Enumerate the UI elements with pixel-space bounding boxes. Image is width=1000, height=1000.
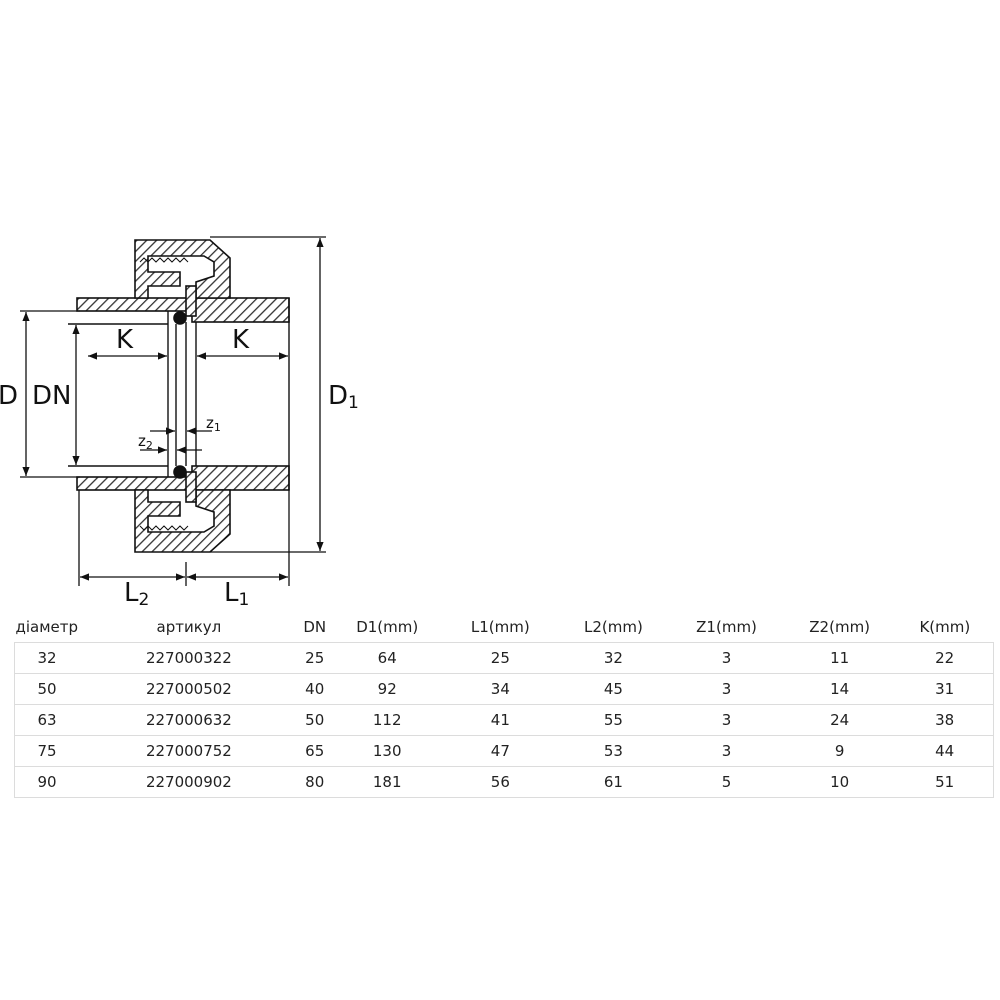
table-cell: 80 [298,766,331,798]
header-cell: Z2(mm) [809,618,871,636]
specification-table: діаметр артикул DN D1(mm) L1(mm) L2(mm) … [14,612,995,798]
table-cell: 65 [298,735,331,767]
label-d: D [0,381,18,411]
table-cell: 40 [298,673,331,705]
o-ring-seal-top [173,311,187,325]
label-d1: D1 [328,381,359,413]
header-cell: D1(mm) [356,618,419,636]
table-cell: 25 [298,642,331,674]
center-ring-top [185,285,197,317]
label-k-left: K [116,325,134,355]
table-cell: 181 [330,766,444,798]
union-nut-bottom [134,489,231,553]
label-z2: z2 [138,432,153,452]
table-cell: 44 [896,735,995,767]
table-cell: 14 [783,673,897,705]
table-cell: 25 [443,642,557,674]
o-ring-seal-bottom [173,465,187,479]
table-cell: 3 [669,735,784,767]
table-cell: 3 [669,642,784,674]
table-cell: 61 [556,766,670,798]
bore-lines [68,298,290,490]
label-dn: DN [32,381,71,411]
header-cell: L2(mm) [584,618,643,636]
table-cell: 227000322 [79,642,299,674]
table-cell: 90 [14,766,80,798]
table-cell: 45 [556,673,670,705]
union-fitting-drawing: D DN K K D1 z1 z2 L2 L1 [0,236,359,610]
label-k-right: K [232,325,250,355]
thread-bottom [139,525,189,531]
header-cell: діаметр [15,618,79,636]
fitting-lower-half [76,465,290,553]
header-cell: L1(mm) [470,618,530,636]
table-cell: 9 [783,735,897,767]
header-cell: артикул [156,618,222,636]
table-cell: 64 [330,642,444,674]
table-cell: 41 [443,704,557,736]
center-ring-bottom [185,471,197,503]
table-cell: 10 [783,766,897,798]
union-nut-top [134,239,231,299]
dimension-lines [20,236,326,586]
table-cell: 32 [14,642,80,674]
table-cell: 24 [783,704,897,736]
table-cell: 53 [556,735,670,767]
left-socket-wall-bottom [76,476,188,491]
table-cell: 3 [669,704,784,736]
table-cell: 22 [896,642,995,674]
fitting-upper-half [76,239,290,325]
table-cell: 3 [669,673,784,705]
table-cell: 63 [14,704,80,736]
right-socket-wall-top [191,297,290,323]
table-cell: 92 [330,673,444,705]
header-cell: DN [303,618,327,636]
table-cell: 227000502 [79,673,299,705]
table-cell: 75 [14,735,80,767]
table-cell: 50 [298,704,331,736]
table-header-row: діаметр артикул DN D1(mm) L1(mm) L2(mm) … [15,612,994,643]
table-cell: 227000902 [79,766,299,798]
table-cell: 34 [443,673,557,705]
table-cell: 32 [556,642,670,674]
table-cell: 130 [330,735,444,767]
label-l1: L1 [224,578,249,610]
table-cell: 47 [443,735,557,767]
table-cell: 11 [783,642,897,674]
table-cell: 56 [443,766,557,798]
table-cell: 227000632 [79,704,299,736]
right-socket-wall-bottom [191,465,290,491]
table-cell: 55 [556,704,670,736]
table-cell: 112 [330,704,444,736]
table-cell: 31 [896,673,995,705]
header-cell: Z1(mm) [696,618,757,636]
table-cell: 227000752 [79,735,299,767]
thread-top [139,257,189,263]
label-l2: L2 [124,578,149,610]
table-cell: 5 [669,766,784,798]
table-cell: 51 [896,766,995,798]
table-cell: 50 [14,673,80,705]
header-cell: K(mm) [919,618,971,636]
left-socket-wall-top [76,297,188,312]
label-z1: z1 [206,414,221,434]
table-cell: 38 [896,704,995,736]
